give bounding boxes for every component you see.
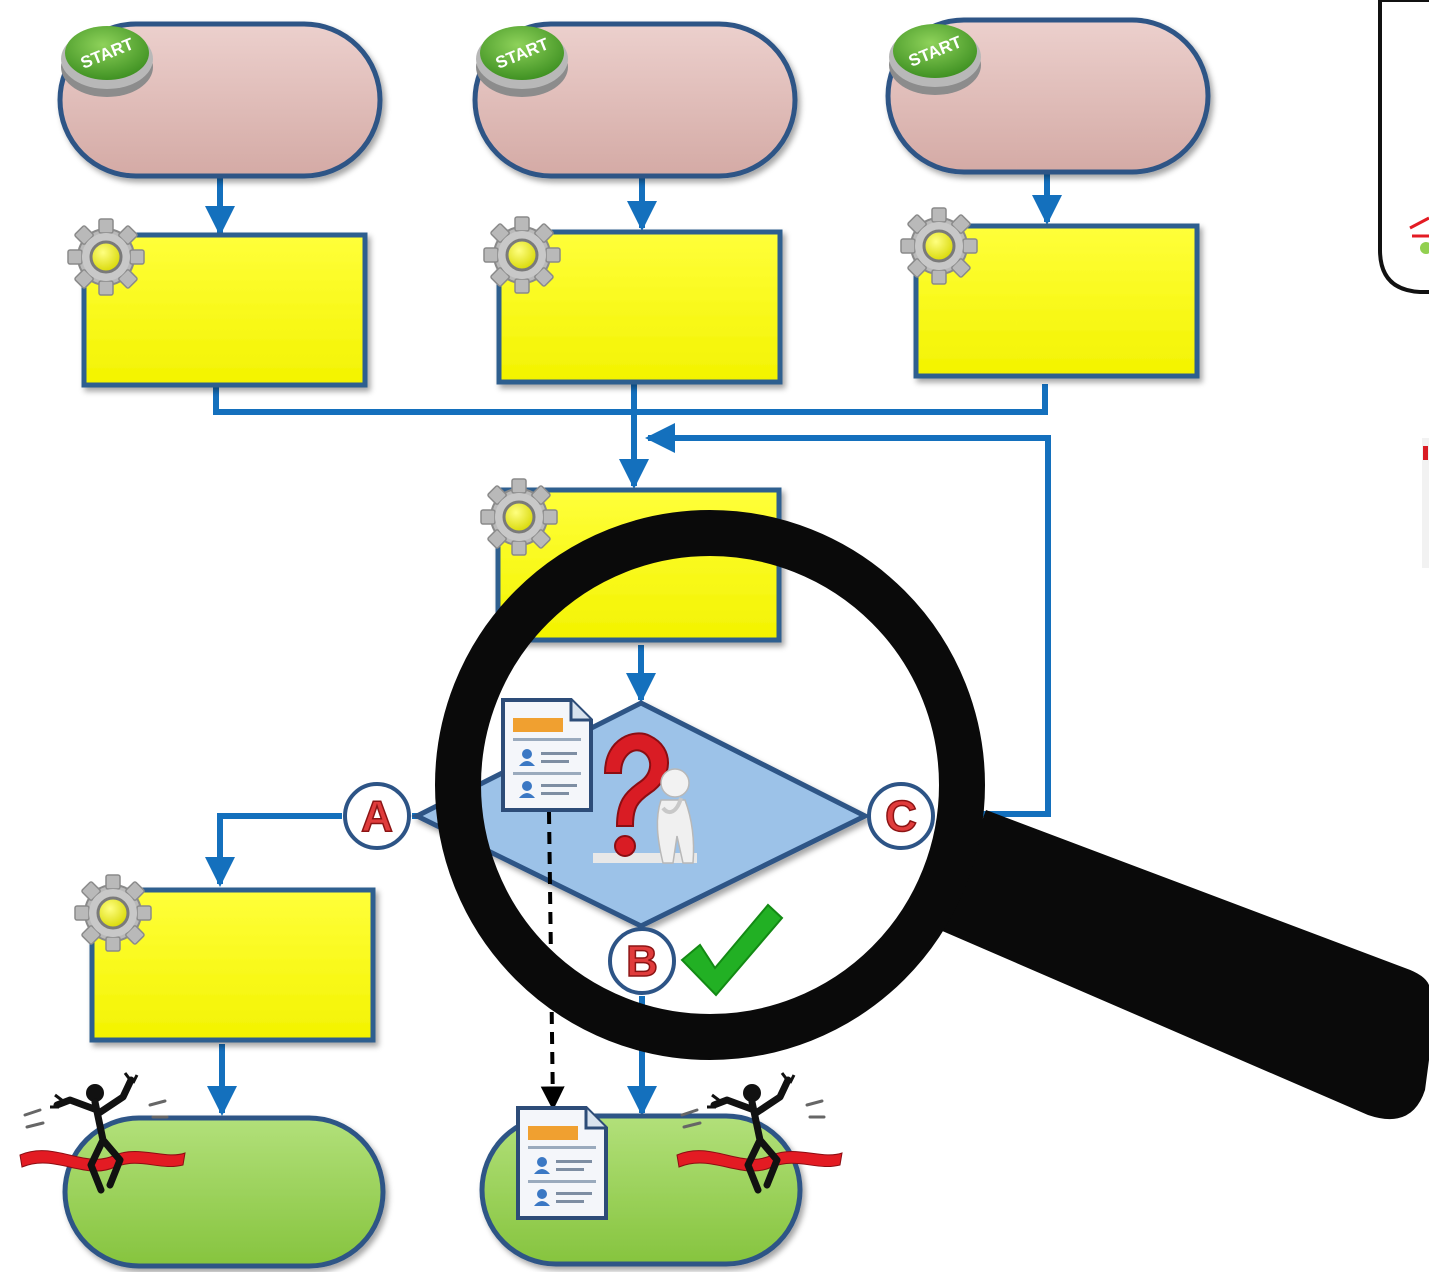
gear-icon xyxy=(899,206,979,286)
gear-icon xyxy=(479,477,559,557)
branch-a-marker: A xyxy=(343,782,411,850)
start-button-icon: START xyxy=(889,24,981,95)
branch-b-marker: B xyxy=(608,927,676,995)
connector-merge-left xyxy=(213,382,1048,415)
start-button-icon: START xyxy=(476,26,568,97)
gear-icon xyxy=(73,873,153,953)
gear-icon xyxy=(482,215,562,295)
decision-diamond xyxy=(411,700,871,929)
gear-icon xyxy=(66,217,146,297)
document-icon xyxy=(516,1106,608,1220)
magnifying-glass-icon xyxy=(435,510,1429,1120)
branch-c-label: C xyxy=(885,792,917,841)
end-terminal-1 xyxy=(62,1115,386,1269)
side-panel-partial xyxy=(1378,0,1429,568)
branch-c-marker: C xyxy=(867,782,935,850)
branch-b-label: B xyxy=(626,937,658,986)
branch-a-label: A xyxy=(361,792,393,841)
connector-branch-a xyxy=(205,813,342,887)
start-button-icon: START xyxy=(61,26,153,97)
question-person-icon xyxy=(593,732,697,864)
checkmark-icon xyxy=(680,903,784,997)
document-icon xyxy=(501,698,593,812)
